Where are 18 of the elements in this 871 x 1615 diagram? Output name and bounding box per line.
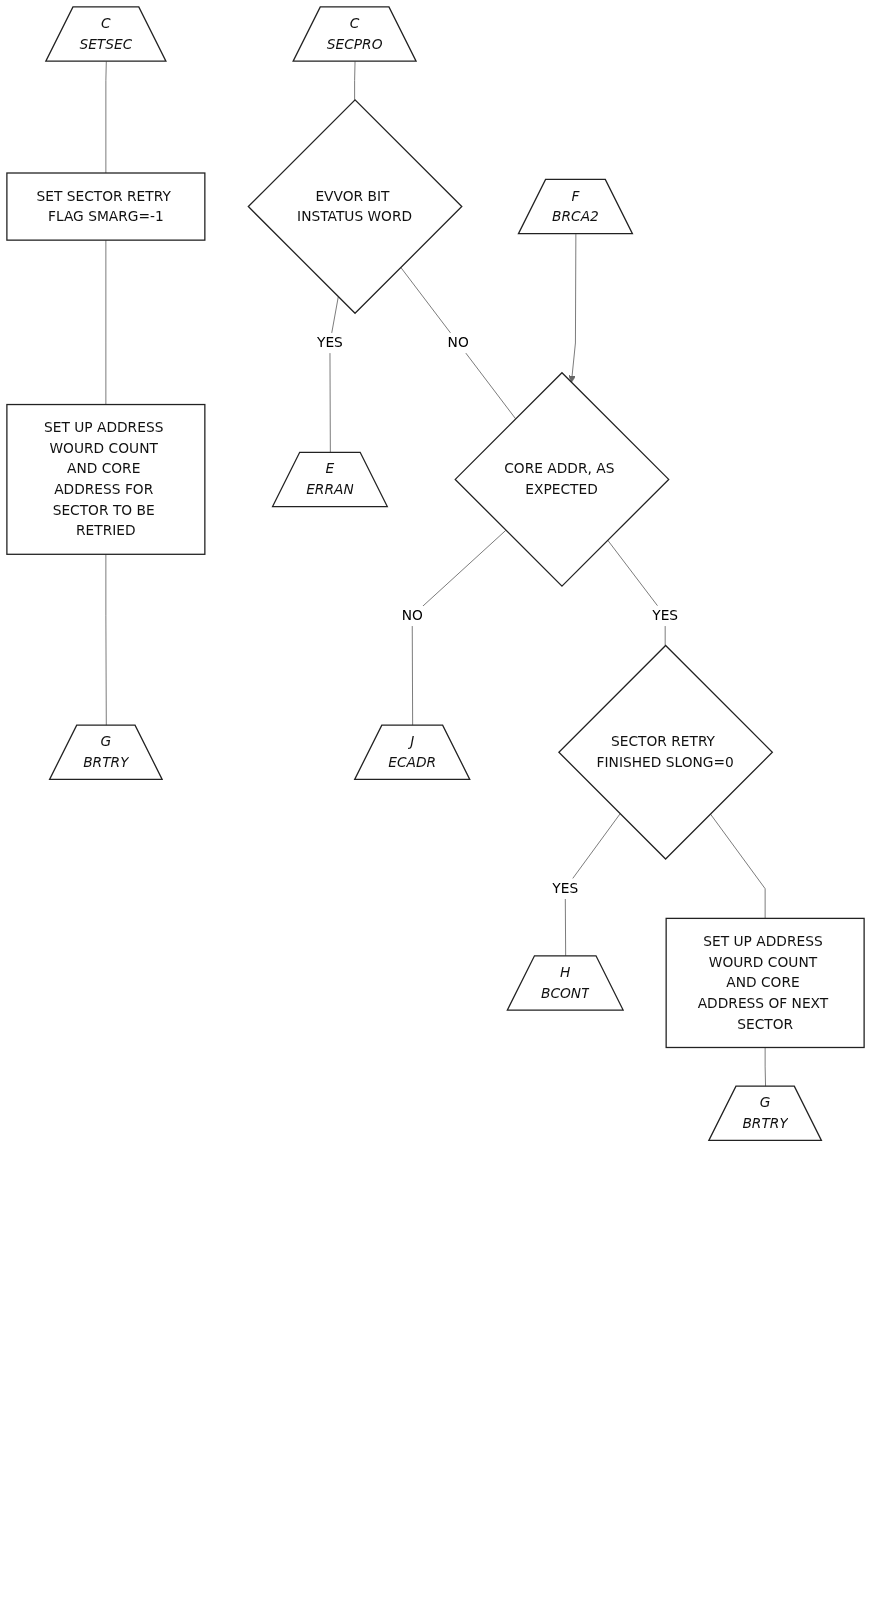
edge-label: NO — [401, 607, 423, 624]
edge-label: YES — [552, 880, 579, 897]
connector — [709, 813, 766, 919]
connector — [354, 61, 356, 101]
connector — [105, 553, 107, 726]
edge-label: YES — [316, 334, 343, 351]
node-diamond: CORE ADDR, AS EXPECTED — [454, 371, 670, 588]
connector — [105, 239, 107, 405]
connector — [400, 266, 516, 420]
connector — [105, 61, 107, 174]
node-diamond: SECTOR RETRY FINISHED SLONG=0 — [557, 644, 774, 860]
node-box: SET SECTOR RETRY FLAG SMARG=-1 — [6, 172, 206, 241]
node-box: SET UP ADDRESS WOURD COUNT AND CORE ADDRESS OF NEXT SECTOR — [665, 917, 865, 1049]
connector — [411, 529, 507, 726]
node-diamond: EVVOR BIT INSTATUS WORD — [247, 98, 463, 315]
edge-label: YES — [652, 607, 679, 624]
node-box: SET UP ADDRESS WOURD COUNT AND CORE ADDRESS FOR SECTOR TO BE RETRIED — [6, 403, 206, 555]
edge-label: NO — [447, 334, 469, 351]
